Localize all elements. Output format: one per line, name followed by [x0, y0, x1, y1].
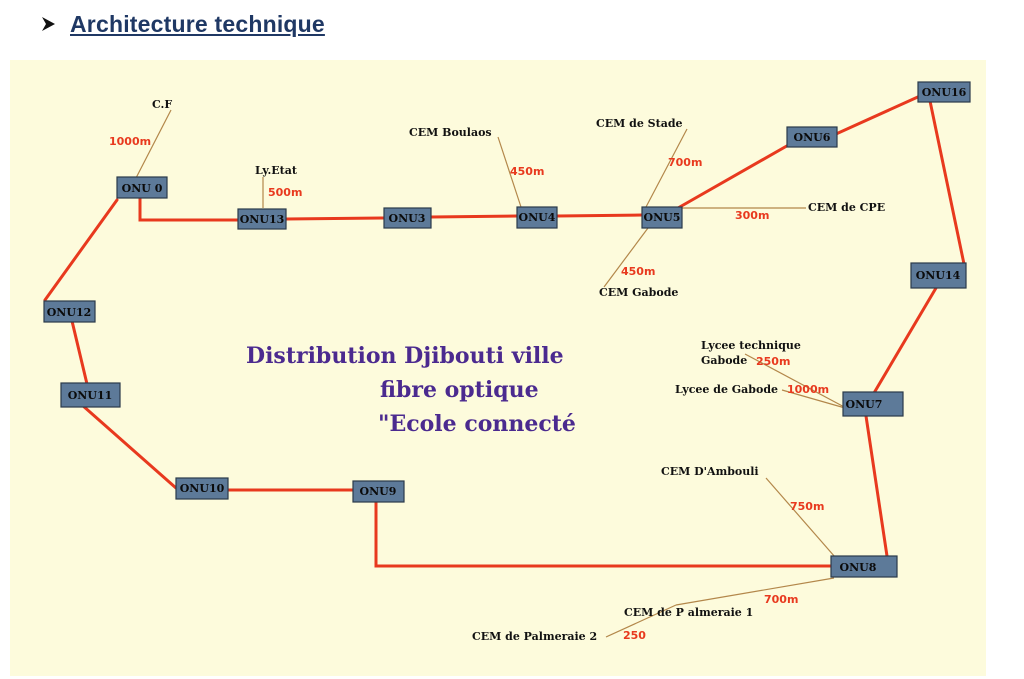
- node-onu11: ONU11: [60, 382, 121, 408]
- site-label-cem-ambouli: CEM D'Ambouli: [661, 465, 759, 478]
- site-label-cem-palmeraie2: CEM de Palmeraie 2: [472, 630, 597, 643]
- node-onu7: ONU7: [842, 391, 904, 417]
- diagram-title-line-1: Distribution Djibouti ville: [246, 343, 564, 369]
- site-label-lycee-technique-gabode: Gabode: [701, 354, 747, 367]
- site-label-lycee-technique: Lycee technique: [701, 339, 801, 352]
- link-onu11-onu12: [70, 319, 89, 386]
- diagram-panel: [10, 60, 986, 676]
- section-heading: Architecture technique: [40, 6, 325, 42]
- node-label: ONU3: [389, 212, 426, 225]
- node-onu8: ONU8: [830, 555, 898, 578]
- section-title: Architecture technique: [70, 10, 325, 37]
- link-onu8-onu9: [374, 499, 833, 568]
- distance-label-cem-boulaos: 450m: [510, 165, 544, 178]
- site-label-cf: C.F: [152, 98, 172, 111]
- onu-nodes: ONU 0 ONU13 ONU3 ONU4 ONU5 ONU6 ONU16 O: [43, 81, 971, 578]
- site-label-lycee-gabode: Lycee de Gabode: [675, 383, 778, 396]
- node-label: ONU 0: [122, 182, 163, 195]
- node-label: ONU14: [916, 269, 961, 282]
- distance-label-cem-cpe: 300m: [735, 209, 769, 222]
- distance-label-ly-etat: 500m: [268, 186, 302, 199]
- link-onu14-onu7: [872, 286, 938, 395]
- link-onu7-onu8: [864, 414, 889, 558]
- link-onu5-onu6: [676, 141, 794, 210]
- node-label: ONU7: [846, 398, 883, 411]
- distance-labels: 1000m 500m 450m 700m 300m 450m 250m 1000…: [109, 135, 829, 642]
- node-onu0: ONU 0: [116, 176, 168, 199]
- node-onu13: ONU13: [237, 208, 287, 230]
- node-onu16: ONU16: [917, 81, 971, 103]
- link-onu16-onu14: [928, 99, 966, 266]
- node-onu4: ONU4: [516, 206, 558, 229]
- node-onu14: ONU14: [910, 262, 967, 289]
- node-label: ONU13: [240, 213, 285, 226]
- node-onu9: ONU9: [352, 480, 405, 503]
- distance-label-cem-gabode: 450m: [621, 265, 655, 278]
- drop-cf: [135, 109, 172, 179]
- distance-label-cem-palmeraie2: 250: [623, 629, 646, 642]
- node-label: ONU16: [922, 86, 967, 99]
- distance-label-cem-ambouli: 750m: [790, 500, 824, 513]
- site-label-cem-boulaos: CEM Boulaos: [409, 126, 492, 139]
- diagram-title-line-2: fibre optique: [380, 377, 539, 403]
- site-label-cem-cpe: CEM de CPE: [808, 201, 885, 214]
- distance-label-lycee-technique: 250m: [756, 355, 790, 368]
- diagram-title-line-3: "Ecole connecté: [378, 411, 576, 437]
- link-onu12-onu0: [43, 198, 119, 302]
- link-onu10-onu11: [80, 403, 178, 490]
- node-label: ONU9: [360, 485, 397, 498]
- node-onu6: ONU6: [786, 126, 838, 148]
- distance-label-lycee-gabode: 1000m: [787, 383, 829, 396]
- drop-cem-palmeraie2: [605, 604, 677, 638]
- node-label: ONU4: [519, 211, 556, 224]
- arrowhead-bullet-icon: [42, 17, 55, 31]
- site-labels: C.F Ly.Etat CEM Boulaos CEM de Stade CEM…: [152, 98, 885, 643]
- drop-cem-gabode: [603, 227, 649, 288]
- link-onu3-onu4: [429, 214, 519, 219]
- link-onu4-onu5: [555, 213, 644, 218]
- node-label: ONU5: [644, 211, 681, 224]
- link-onu6-onu16: [834, 94, 922, 136]
- diagram-title: Distribution Djibouti ville fibre optiqu…: [246, 343, 576, 437]
- drop-cem-boulaos: [497, 136, 522, 208]
- drop-cem-ambouli: [765, 477, 836, 558]
- node-onu12: ONU12: [43, 300, 96, 323]
- site-label-ly-etat: Ly.Etat: [255, 164, 298, 177]
- link-onu0-onu13: [138, 194, 240, 222]
- node-onu5: ONU5: [641, 206, 683, 229]
- site-label-cem-stade: CEM de Stade: [596, 117, 683, 130]
- link-onu13-onu3: [284, 216, 386, 221]
- node-label: ONU6: [794, 131, 831, 144]
- drop-lycee-tech: [744, 353, 849, 410]
- node-onu10: ONU10: [175, 477, 229, 500]
- drop-lycee-gabode: [781, 389, 846, 409]
- drop-cem-stade: [645, 128, 688, 208]
- distance-label-cem-palmeraie1: 700m: [764, 593, 798, 606]
- site-label-cem-gabode: CEM Gabode: [599, 286, 678, 299]
- node-label: ONU8: [840, 561, 877, 574]
- distance-label-cem-stade: 700m: [668, 156, 702, 169]
- fiber-ring: [43, 94, 966, 568]
- drop-cem-palmeraie1: [675, 577, 835, 606]
- site-drops: [135, 109, 849, 638]
- site-label-cem-palmeraie1: CEM de P almeraie 1: [624, 606, 753, 619]
- node-label: ONU12: [47, 306, 92, 319]
- node-label: ONU11: [68, 389, 113, 402]
- distance-label-cf: 1000m: [109, 135, 151, 148]
- node-label: ONU10: [180, 482, 225, 495]
- node-onu3: ONU3: [383, 207, 432, 229]
